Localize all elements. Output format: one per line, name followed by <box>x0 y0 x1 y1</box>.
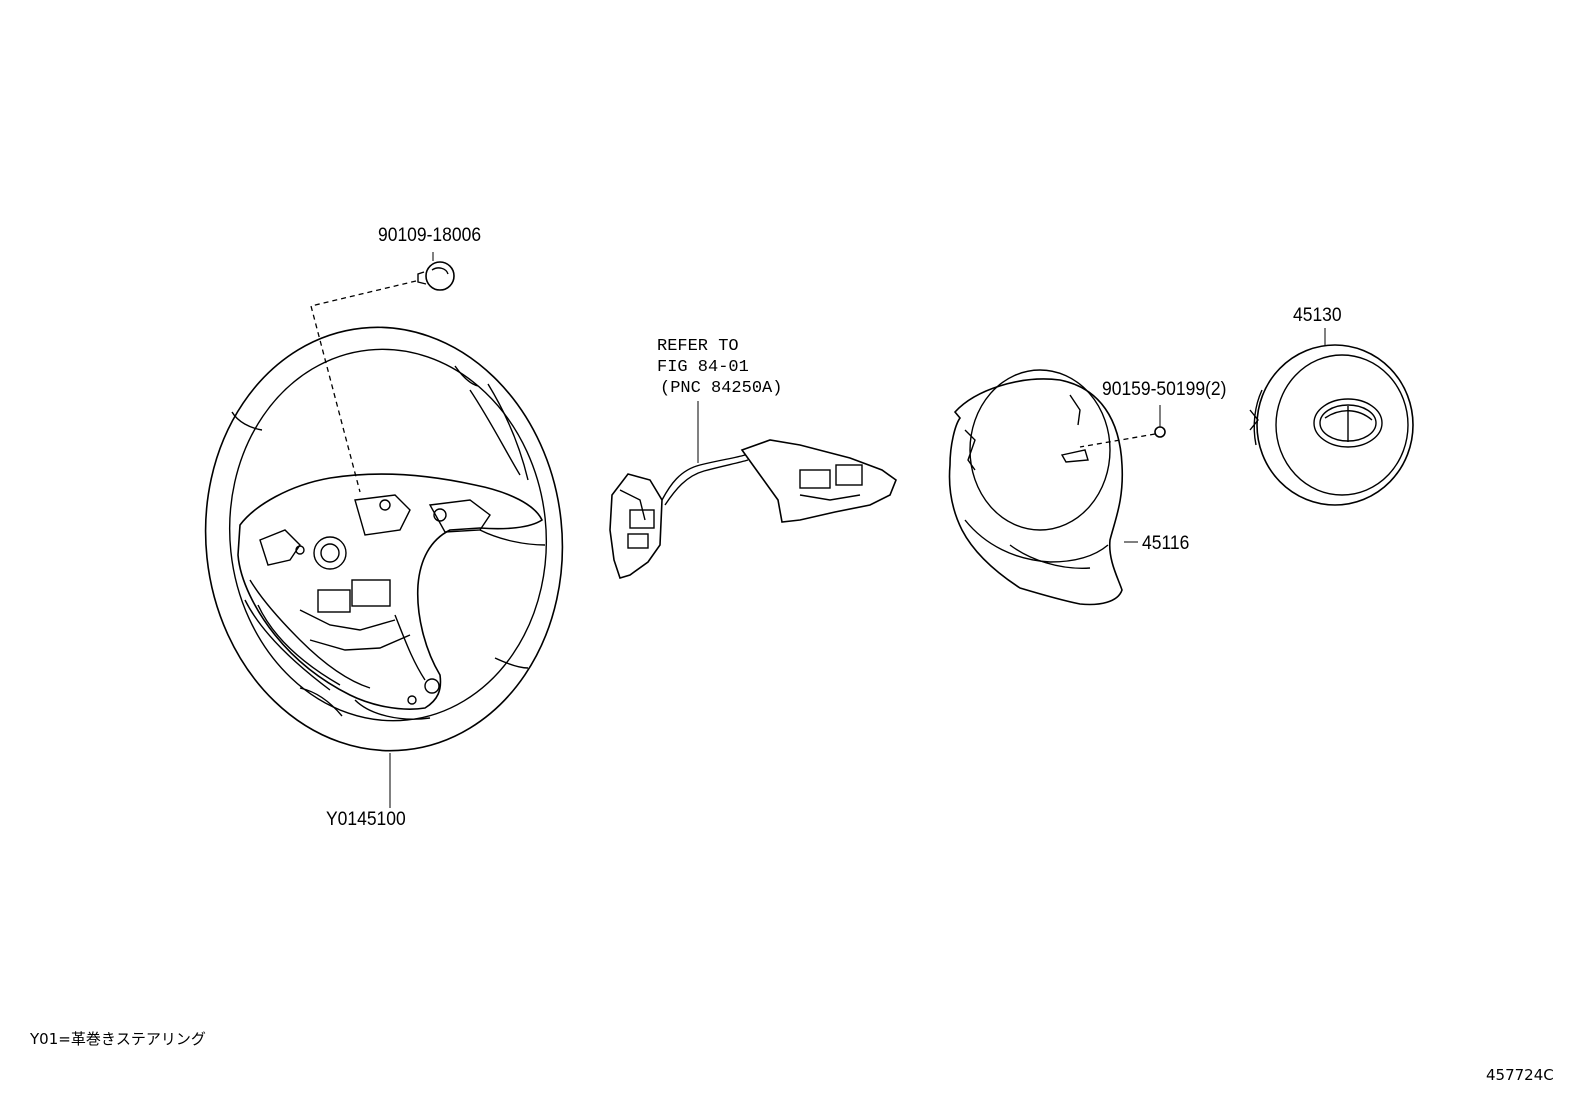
bolt[interactable] <box>310 252 455 493</box>
airbag-assembly[interactable] <box>1249 328 1414 506</box>
label-screw-part[interactable]: 90159-50199(2) <box>1102 379 1227 400</box>
screw[interactable] <box>1079 405 1166 448</box>
steering-switch-assembly[interactable] <box>609 401 897 579</box>
figure-id: 457724C <box>1486 1066 1554 1084</box>
label-refer-line2: FIG 84-01 <box>657 358 749 377</box>
label-airbag-part[interactable]: 45130 <box>1293 305 1342 326</box>
footer-note: Y01=革巻きステアリング <box>30 1030 206 1048</box>
label-bolt-part[interactable]: 90109-18006 <box>378 225 482 246</box>
label-steering-wheel-part[interactable]: Y0145100 <box>326 809 406 830</box>
steering-pad-cover[interactable] <box>948 369 1139 606</box>
label-refer-line3: (PNC 84250A) <box>660 379 783 398</box>
steering-wheel[interactable] <box>185 310 583 808</box>
label-cover-part[interactable]: 45116 <box>1142 533 1190 554</box>
label-refer-line1: REFER TO <box>657 337 739 356</box>
